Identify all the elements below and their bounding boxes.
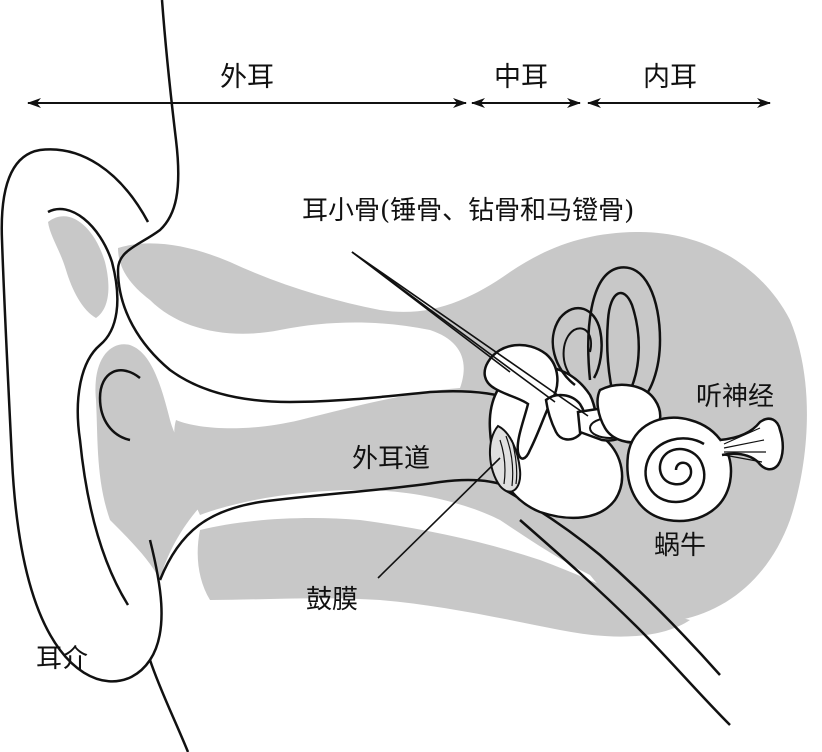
- cochlea-outline: [626, 416, 733, 523]
- middle-ear-label: 中耳: [494, 62, 548, 93]
- pinna-cartilage-shade: [48, 216, 109, 318]
- temporal-bone-shade: [118, 232, 807, 622]
- ossicles-leader-3: [351, 251, 589, 417]
- eardrum-leader: [377, 457, 501, 579]
- auditory-nerve-label: 听神经: [696, 382, 775, 412]
- cochlea-label: 蜗牛: [654, 531, 707, 561]
- eardrum-label: 鼓膜: [306, 585, 359, 615]
- inner-ear-label: 内耳: [643, 62, 697, 93]
- ossicles-label: 耳小骨(锤骨、钻骨和马镫骨): [302, 196, 635, 226]
- concha-shade: [95, 344, 230, 580]
- malleus-shape: [483, 343, 559, 460]
- semicircular-canal-inner: [562, 327, 592, 376]
- concha-curl-line: [98, 369, 141, 442]
- ear-canal-lower-line: [158, 478, 511, 581]
- jaw-line: [519, 519, 731, 726]
- outer-ear-label: 外耳: [220, 62, 274, 93]
- cochlea-spiral: [644, 437, 706, 504]
- ossicles-leader-2: [351, 251, 556, 403]
- auditory-nerve-fibers: [723, 427, 766, 463]
- head-profile-line: [116, 0, 501, 404]
- pinna-label: 耳介: [36, 644, 89, 674]
- lower-canal-shade: [197, 518, 690, 637]
- neck-line: [148, 659, 190, 752]
- ear-canal-label: 外耳道: [352, 444, 431, 474]
- antihelix-line: [47, 207, 130, 606]
- semicircular-canal-posterior: [551, 306, 603, 386]
- eardrum-hatching: [499, 435, 518, 487]
